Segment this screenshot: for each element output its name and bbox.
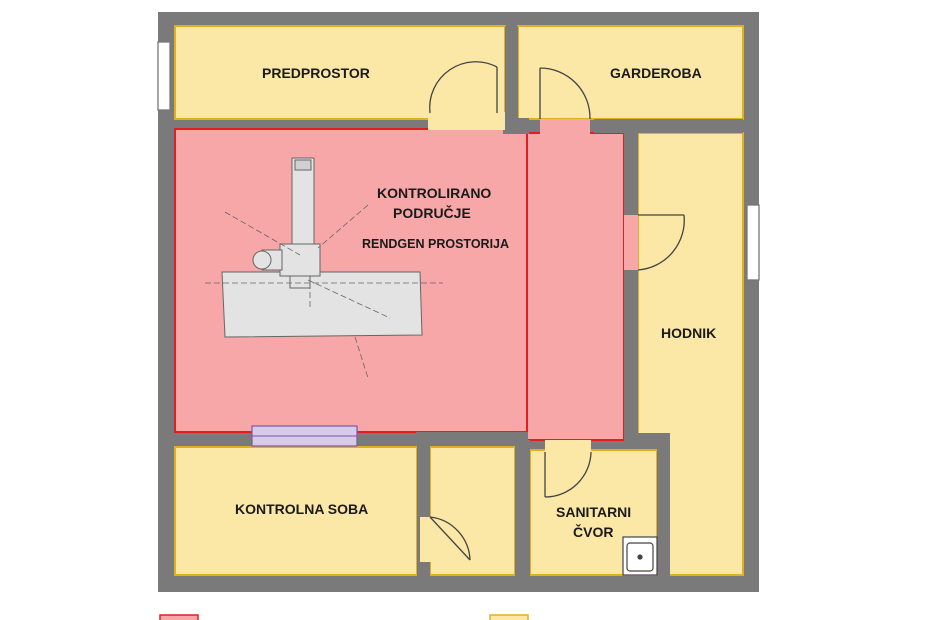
observation-window	[251, 425, 358, 447]
wall-top-mid	[505, 26, 518, 121]
label-sanitarni-line2: ČVOR	[573, 524, 614, 540]
label-controlled-line1: KONTROLIRANO	[377, 185, 492, 201]
wall-hodnik-left	[624, 133, 638, 440]
xray-column	[291, 157, 315, 249]
window-left	[157, 41, 171, 111]
room-kontrolna-soba	[174, 446, 418, 576]
legend-swatch-supervised	[489, 614, 529, 620]
room-garderoba	[517, 25, 744, 120]
xray-table	[221, 271, 423, 338]
wall-sanitarni-right	[657, 433, 670, 576]
label-garderoba: GARDEROBA	[610, 65, 702, 81]
wall-garderoba-bottom	[594, 119, 743, 133]
label-controlled-line2: PODRUČJE	[393, 205, 471, 221]
supervised-rooms	[174, 25, 744, 576]
label-rendgen-prostorija: RENDGEN PROSTORIJA	[362, 237, 510, 251]
room-predprostor	[174, 25, 506, 120]
room-kontrolna-hall	[429, 446, 516, 576]
label-sanitarni-line1: SANITARNI	[556, 504, 632, 520]
label-kontrolna-soba: KONTROLNA SOBA	[235, 501, 369, 517]
legend-swatch-controlled	[159, 614, 199, 620]
xray-tube	[279, 243, 321, 277]
label-hodnik: HODNIK	[661, 325, 717, 341]
label-predprostor: PREDPROSTOR	[262, 65, 370, 81]
door-kontrolna	[429, 516, 471, 561]
wall-notch-top	[503, 118, 529, 134]
equipment-guides	[205, 204, 443, 379]
washbasin	[622, 536, 658, 576]
window-right	[746, 204, 760, 281]
wall-hodnik-step	[624, 433, 657, 449]
door-openings	[540, 119, 638, 270]
wall-notch-bottom	[416, 432, 528, 446]
windows	[157, 41, 760, 281]
room-controlled-passage	[526, 132, 625, 441]
xray-equipment	[221, 157, 423, 338]
wall-lower-mid	[515, 440, 530, 576]
doors	[429, 61, 685, 561]
